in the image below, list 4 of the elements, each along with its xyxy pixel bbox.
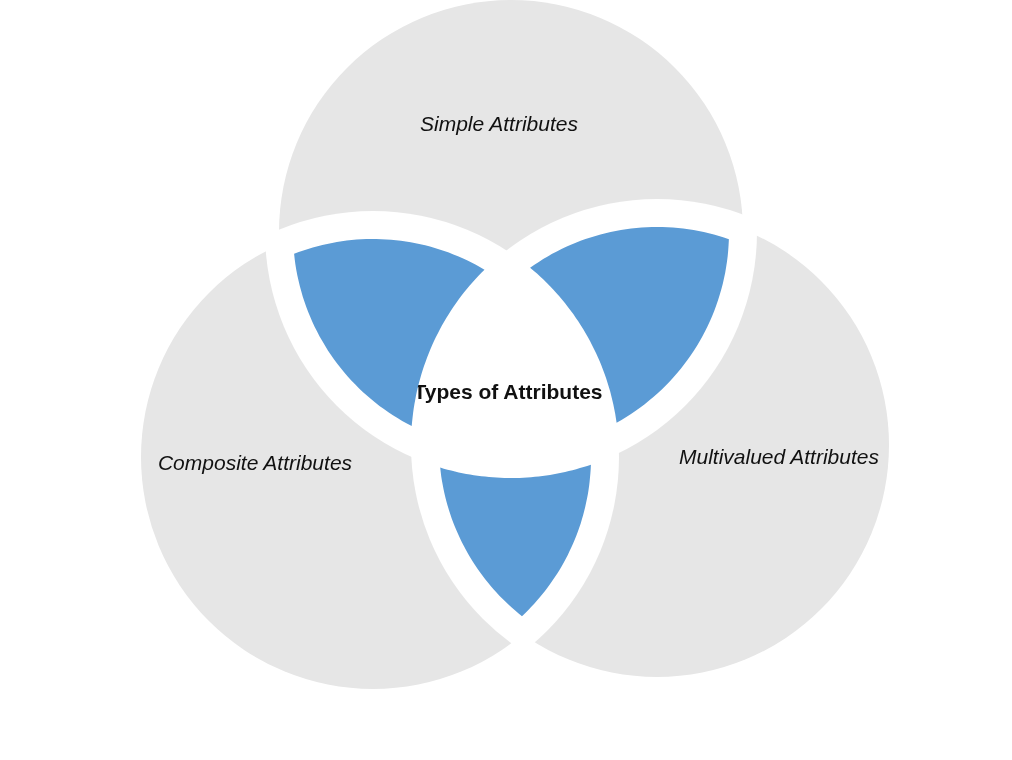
circle-label: Simple Attributes xyxy=(420,112,578,136)
circle-label: Composite Attributes xyxy=(157,451,353,475)
circle-label: Multivalued Attributes xyxy=(679,445,879,469)
center-label: Types of Attributes xyxy=(413,380,603,404)
